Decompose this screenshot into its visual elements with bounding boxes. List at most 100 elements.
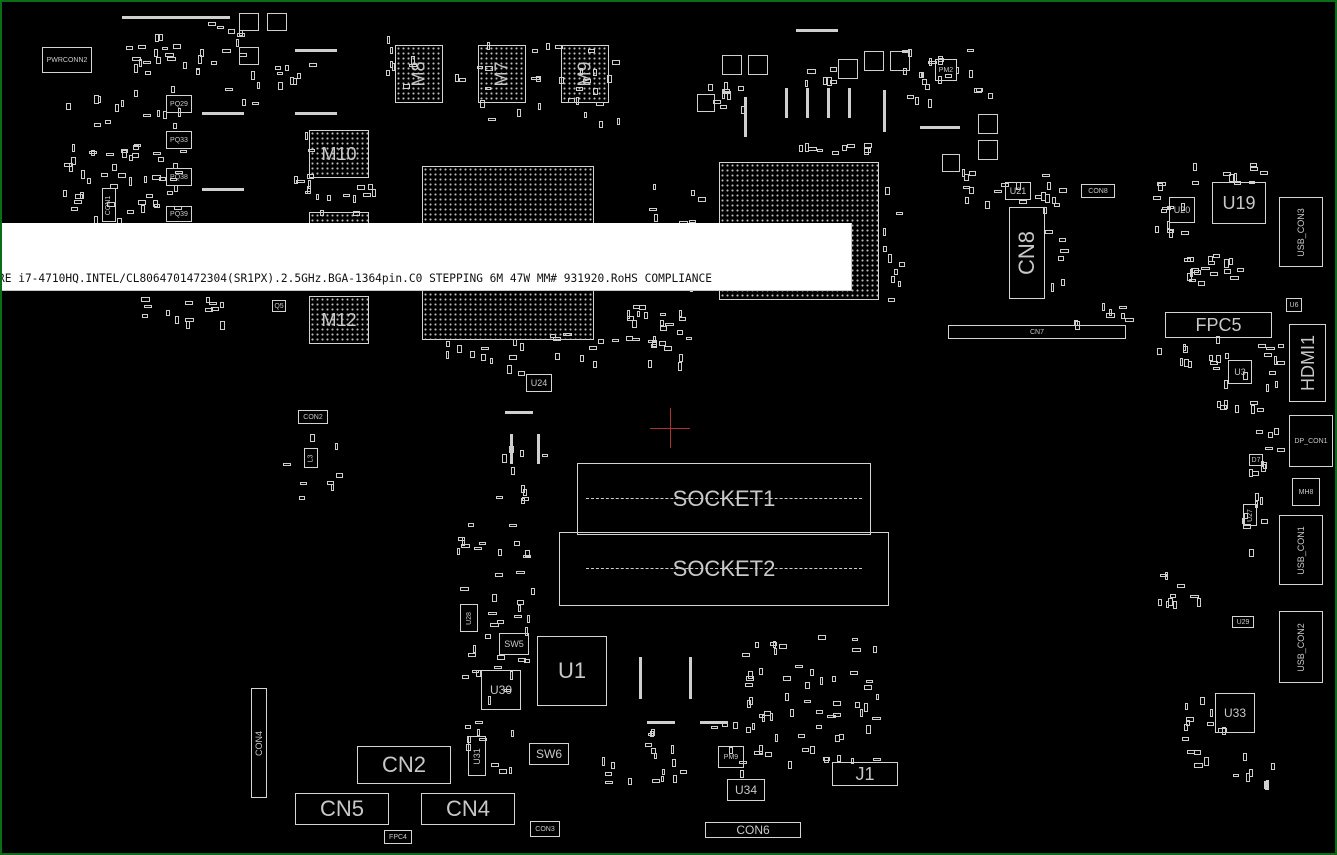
m7-memory-chip[interactable]: M7 <box>478 45 526 103</box>
fpc5-connector[interactable]: FPC5 <box>1165 312 1272 338</box>
smd-pad <box>101 173 108 177</box>
con2-connector[interactable]: CON2 <box>298 410 328 424</box>
smd-pad <box>1266 384 1269 392</box>
socket1-memory-slot[interactable]: SOCKET1 <box>577 463 871 535</box>
inductor-pad[interactable] <box>942 154 960 172</box>
con1-connector[interactable]: CON1 <box>102 188 116 222</box>
d7-diode[interactable]: D7 <box>1249 454 1263 466</box>
u30-chip[interactable]: U30 <box>481 670 521 710</box>
smd-pad <box>810 746 815 754</box>
smd-pad <box>1224 269 1231 274</box>
hdmi1-connector[interactable]: HDMI1 <box>1289 324 1326 402</box>
m8-memory-chip[interactable]: M8 <box>395 45 443 103</box>
smd-pad <box>1223 172 1231 176</box>
con6-connector[interactable]: CON6 <box>705 822 801 838</box>
con4-label: CON4 <box>253 730 264 756</box>
smd-pad <box>1194 750 1201 755</box>
smd-pad <box>627 310 630 319</box>
smd-pad <box>835 735 840 742</box>
m12-memory-chip[interactable]: M12 <box>309 296 369 344</box>
m9-memory-chip[interactable]: M9 <box>561 45 609 103</box>
socket2-memory-slot[interactable]: SOCKET2 <box>559 532 889 606</box>
con8-connector[interactable]: CON8 <box>1081 184 1115 198</box>
smd-pad <box>129 155 133 161</box>
pq33-mosfet[interactable]: PQ33 <box>166 131 192 149</box>
inductor-pad[interactable] <box>239 13 259 31</box>
smd-pad <box>521 498 525 504</box>
pm9-chip[interactable]: PM9 <box>718 746 744 768</box>
usb-con2-connector[interactable]: USB_CON2 <box>1279 611 1323 683</box>
l3-inductor[interactable]: L3 <box>304 448 318 468</box>
inductor-pad[interactable] <box>722 55 742 75</box>
inductor-pad[interactable] <box>864 51 884 71</box>
cn8-connector[interactable]: CN8 <box>1009 207 1045 299</box>
smd-pad <box>805 80 808 87</box>
smd-pad <box>64 163 72 167</box>
u3-chip[interactable]: U3 <box>1228 360 1252 384</box>
smd-pad <box>308 149 315 152</box>
pwrconn2-connector[interactable]: PWRCONN2 <box>42 47 92 73</box>
smd-pad <box>611 762 615 769</box>
u34-chip[interactable]: U34 <box>727 779 765 801</box>
q5-transistor[interactable]: Q5 <box>272 300 286 312</box>
usb-con1-connector[interactable]: USB_CON1 <box>1279 515 1323 585</box>
fpc4-connector[interactable]: FPC4 <box>384 830 412 844</box>
dp-con1-connector[interactable]: DP_CON1 <box>1289 415 1333 467</box>
smd-pad <box>1184 724 1188 731</box>
inductor-pad[interactable] <box>978 140 998 160</box>
smd-pad <box>532 49 538 53</box>
smd-pad <box>929 58 932 66</box>
smd-pad <box>713 100 721 104</box>
m10-memory-chip[interactable]: M10 <box>309 130 369 178</box>
u6-chip[interactable]: U6 <box>1286 298 1302 312</box>
usb-con1-label: USB_CON1 <box>1295 525 1306 575</box>
smd-pad <box>106 153 114 156</box>
pq38-mosfet[interactable]: PQ38 <box>166 168 192 186</box>
pq29-mosfet[interactable]: PQ29 <box>166 95 192 113</box>
smd-pad <box>110 184 118 189</box>
cn2-connector[interactable]: CN2 <box>357 746 451 784</box>
u1-chip[interactable]: U1 <box>537 636 607 706</box>
smd-pad <box>75 194 83 199</box>
u24-chip[interactable]: U24 <box>526 374 552 392</box>
smd-pad <box>748 671 753 679</box>
mh8-mounting-hole[interactable]: MH8 <box>1292 478 1320 506</box>
sw5-switch[interactable]: SW5 <box>499 633 529 655</box>
inductor-pad[interactable] <box>748 55 768 75</box>
con4-connector[interactable]: CON4 <box>251 688 267 798</box>
smd-pad <box>654 214 658 222</box>
smd-pad <box>174 185 178 192</box>
smd-pad <box>520 450 524 457</box>
j1-connector[interactable]: J1 <box>832 762 898 786</box>
smd-pad <box>175 316 179 324</box>
u29-chip[interactable]: U29 <box>1232 616 1254 628</box>
con8-label: CON8 <box>1088 187 1108 195</box>
inductor-pad[interactable] <box>838 59 858 79</box>
smd-pad <box>596 102 604 106</box>
smd-pad <box>790 709 794 717</box>
smd-pad <box>689 220 696 223</box>
u33-chip[interactable]: U33 <box>1215 693 1255 733</box>
sw6-switch[interactable]: SW6 <box>529 743 569 765</box>
inductor-pad[interactable] <box>978 114 998 134</box>
smd-pad <box>902 50 910 53</box>
cn4-connector[interactable]: CN4 <box>421 793 515 825</box>
smd-pad <box>1183 346 1188 353</box>
usb-con3-connector[interactable]: USB_CON3 <box>1279 197 1323 267</box>
inductor-pad[interactable] <box>890 51 910 71</box>
u19-chip[interactable]: U19 <box>1212 182 1266 224</box>
cn7-connector[interactable]: CN7 <box>948 325 1126 339</box>
smd-pad <box>153 200 158 207</box>
con3-connector[interactable]: CON3 <box>530 821 560 837</box>
smd-pad <box>816 725 822 729</box>
dp-con1-label: DP_CON1 <box>1294 437 1328 445</box>
inductor-pad[interactable] <box>267 13 287 31</box>
trace <box>827 88 830 118</box>
smd-pad <box>462 675 469 679</box>
cn5-connector[interactable]: CN5 <box>295 793 389 825</box>
u19-label: U19 <box>1222 193 1256 213</box>
smd-pad <box>1052 197 1056 204</box>
u28-chip[interactable]: U28 <box>460 604 478 632</box>
u31-chip[interactable]: U31 <box>468 736 486 776</box>
